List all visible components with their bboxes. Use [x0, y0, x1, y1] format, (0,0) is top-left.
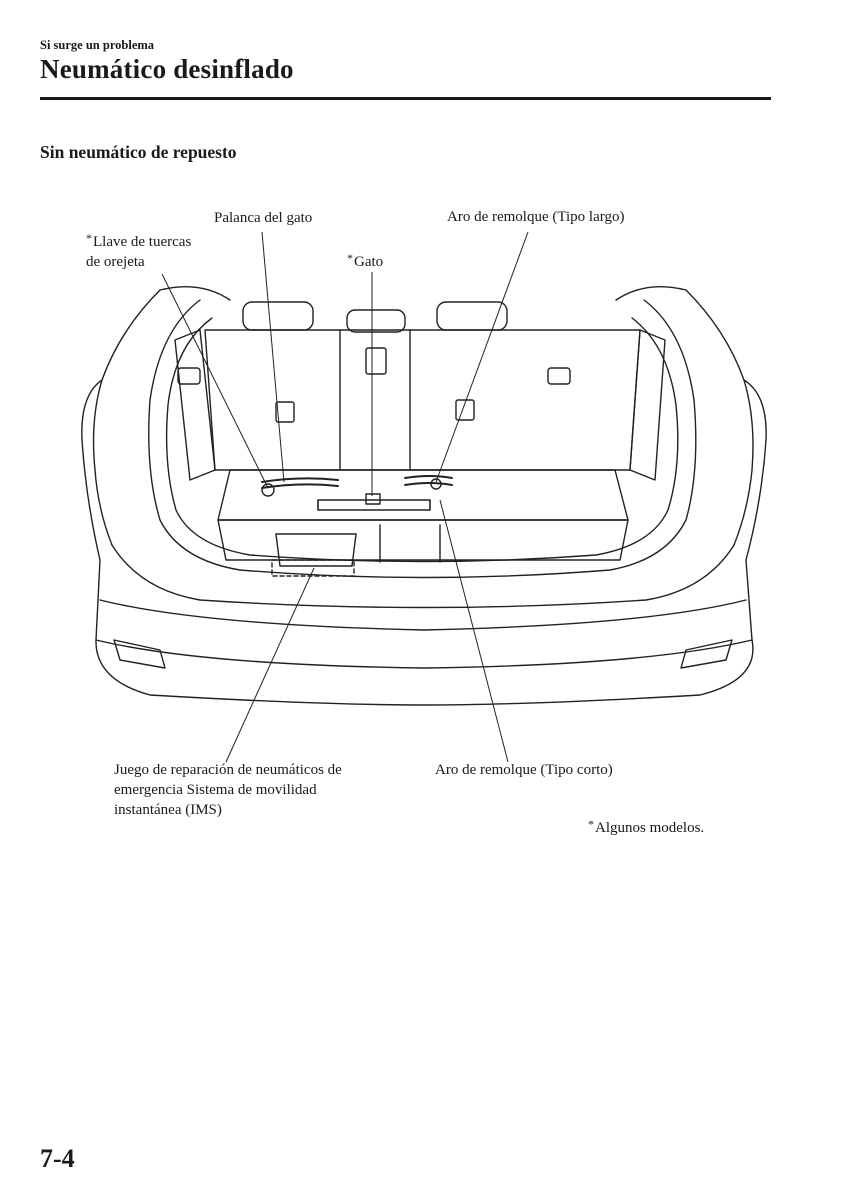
rear-bumper [111, 544, 735, 609]
left-reflector [113, 639, 166, 669]
section-label: Si surge un problema [40, 38, 155, 52]
callout-repair-kit-line3: instantánea (IMS) [114, 802, 222, 818]
callout-lug-wrench: *Llave de tuercas de orejeta [86, 228, 191, 272]
callout-tow-hook-long: Aro de remolque (Tipo largo) [447, 209, 625, 225]
leader-lug-wrench [161, 273, 269, 489]
repair-kit-box [275, 533, 357, 567]
leader-tow-hook-long [435, 231, 529, 483]
footnote: *Algunos modelos. [588, 814, 704, 838]
callout-repair-kit-line2: emergencia Sistema de movilidad [114, 782, 317, 798]
page-number: 7-4 [40, 1144, 75, 1173]
leader-jack-lever [261, 231, 285, 483]
callout-jack-lever: Palanca del gato [214, 210, 313, 226]
callout-lug-wrench-line1: Llave de tuercas [93, 234, 192, 250]
asterisk-mark: * [588, 817, 594, 831]
leader-repair-kit [225, 567, 315, 763]
callout-jack-text: Gato [354, 254, 384, 270]
callout-jack: *Gato [347, 248, 383, 272]
subheading: Sin neumático de repuesto [40, 142, 237, 162]
headrest-right [436, 301, 508, 331]
headrest-left [242, 301, 314, 331]
title-divider [40, 97, 771, 100]
liftgate-opening [148, 299, 697, 579]
right-reflector [680, 639, 733, 669]
callout-tow-hook-short: Aro de remolque (Tipo corto) [435, 762, 613, 778]
vehicle-body-outline [81, 289, 767, 706]
rear-seatback [204, 329, 641, 471]
cargo-tray [217, 469, 629, 521]
callout-lug-wrench-line2: de orejeta [86, 254, 145, 270]
callout-repair-kit: Juego de reparación de neumáticos de eme… [114, 760, 342, 820]
asterisk-mark: * [347, 251, 353, 265]
jack-tool [317, 499, 431, 511]
headrest-center [346, 309, 406, 333]
asterisk-mark: * [86, 231, 92, 245]
jack-lever-tool [261, 477, 339, 483]
leader-tow-hook-short [439, 499, 509, 763]
page-title: Neumático desinflado [40, 54, 294, 84]
callout-repair-kit-line1: Juego de reparación de neumáticos de [114, 762, 342, 778]
footnote-text: Algunos modelos. [595, 820, 705, 836]
